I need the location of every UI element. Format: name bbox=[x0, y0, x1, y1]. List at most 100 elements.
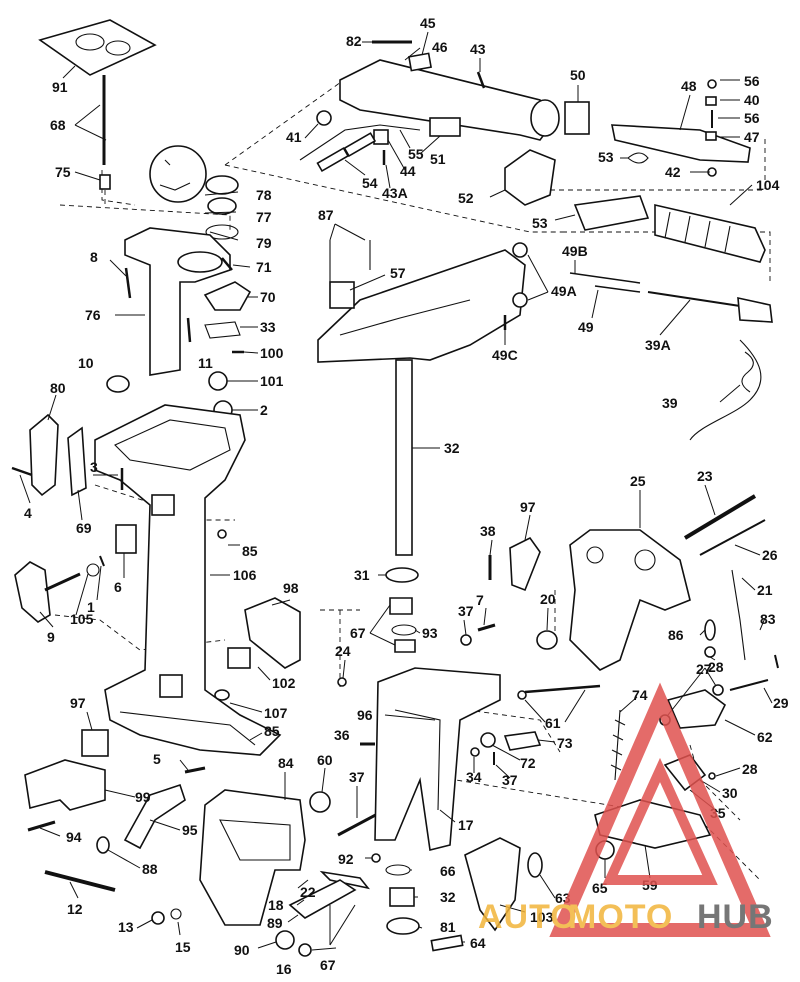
shift-lever-6 bbox=[14, 561, 81, 623]
nipple-37-mid bbox=[470, 747, 480, 757]
exhaust-housing-76 bbox=[124, 227, 231, 376]
ring-32-lower bbox=[386, 917, 420, 935]
driveshaft-housing-1 bbox=[94, 404, 282, 756]
label-34: 17 bbox=[458, 817, 474, 833]
bracket-36 bbox=[517, 690, 527, 700]
screw-97-left bbox=[184, 766, 206, 774]
label-37-upper: 24 bbox=[335, 643, 351, 659]
bracket-70 bbox=[203, 281, 252, 311]
swivel-bracket-15 bbox=[199, 789, 306, 926]
label-84: 60 bbox=[317, 752, 333, 768]
label-61: 72 bbox=[520, 755, 536, 771]
label-55: 51 bbox=[430, 151, 446, 167]
label-48: 53 bbox=[598, 149, 614, 165]
watermark-text-moto: MOTO bbox=[568, 898, 673, 936]
label-45: 46 bbox=[432, 39, 448, 55]
label-57: 49A bbox=[551, 283, 577, 299]
label-79: 79 bbox=[256, 235, 272, 251]
nut-7 bbox=[460, 634, 472, 646]
gasket-33 bbox=[204, 321, 241, 339]
label-32-upper: 31 bbox=[354, 567, 370, 583]
label-10: 101 bbox=[260, 373, 284, 389]
nut-102 bbox=[214, 689, 230, 701]
label-102: 107 bbox=[264, 705, 288, 721]
label-92: 96 bbox=[357, 707, 373, 723]
label-72: 73 bbox=[557, 735, 573, 751]
bracket-104 bbox=[329, 240, 371, 290]
label-73: 37 bbox=[502, 772, 518, 788]
spring-95 bbox=[96, 836, 110, 854]
plug-100 bbox=[106, 375, 130, 393]
spring-62 bbox=[610, 709, 626, 781]
pin-28-upper bbox=[774, 654, 779, 669]
label-93: 97 bbox=[520, 499, 536, 515]
block-98 bbox=[227, 647, 251, 669]
bracket-94 bbox=[123, 783, 186, 850]
tiller-arm-45 bbox=[339, 59, 560, 141]
screw-3 bbox=[11, 466, 33, 477]
label-50: 41 bbox=[286, 129, 302, 145]
oring-67-upper bbox=[391, 624, 417, 636]
label-21: 20 bbox=[540, 591, 556, 607]
label-83: 27 bbox=[696, 661, 712, 677]
label-44: 43A bbox=[382, 185, 408, 201]
label-95: 88 bbox=[142, 861, 158, 877]
oring-67-lower bbox=[385, 864, 411, 876]
rod-27 bbox=[729, 679, 769, 691]
nipple-37-lower bbox=[371, 853, 381, 863]
spring-26 bbox=[731, 569, 746, 661]
label-56-lower: 47 bbox=[744, 129, 760, 145]
pin-105 bbox=[99, 555, 105, 567]
mount-5 bbox=[24, 759, 106, 811]
label-62: 74 bbox=[632, 687, 648, 703]
label-32-lower: 81 bbox=[440, 919, 456, 935]
label-76: 76 bbox=[85, 307, 101, 323]
washer-9 bbox=[86, 563, 100, 577]
label-67-upper: 93 bbox=[422, 625, 438, 641]
label-100: 10 bbox=[78, 355, 94, 371]
washer-89 bbox=[275, 930, 295, 950]
label-6: 9 bbox=[47, 629, 55, 645]
label-28-upper: 83 bbox=[760, 611, 776, 627]
label-11: 100 bbox=[260, 345, 284, 361]
label-13: 15 bbox=[175, 939, 191, 955]
label-20: 86 bbox=[668, 627, 684, 643]
label-88: 12 bbox=[67, 901, 83, 917]
label-39a: 49C bbox=[492, 347, 518, 363]
label-1: 106 bbox=[233, 567, 257, 583]
bolt-88 bbox=[44, 870, 116, 892]
label-37-mid: 34 bbox=[466, 769, 482, 785]
label-98: 102 bbox=[272, 675, 296, 691]
label-53-lower: 42 bbox=[665, 164, 681, 180]
label-94: 95 bbox=[182, 822, 198, 838]
label-5: 99 bbox=[135, 789, 151, 805]
rod-35 bbox=[524, 684, 601, 694]
label-87: 57 bbox=[390, 265, 406, 281]
mount-10 bbox=[208, 371, 228, 391]
label-90: 16 bbox=[276, 961, 292, 977]
plate-82 bbox=[408, 52, 432, 72]
label-81: 64 bbox=[470, 935, 486, 951]
block-85-lower bbox=[81, 729, 109, 757]
label-16: 67 bbox=[320, 957, 336, 973]
label-56-top: 40 bbox=[744, 92, 760, 108]
part-number-labels: 91 68 75 78 77 79 8 76 71 70 33 11 100 1… bbox=[24, 15, 789, 977]
nut-50 bbox=[316, 110, 332, 126]
label-18: 89 bbox=[267, 915, 283, 931]
shaft-55 bbox=[429, 117, 461, 137]
label-9: 105 bbox=[70, 611, 94, 627]
label-27: 29 bbox=[773, 695, 789, 711]
label-86: 28 bbox=[708, 659, 724, 675]
block-85-upper bbox=[115, 524, 137, 554]
label-4: 69 bbox=[76, 520, 92, 536]
parts-53-56-40 bbox=[705, 79, 717, 177]
bushing-86 bbox=[704, 646, 716, 658]
watermark-triangle-icon bbox=[549, 682, 771, 937]
label-59: 82 bbox=[346, 33, 362, 49]
bolt-25 bbox=[683, 494, 757, 540]
bushings-31 bbox=[389, 597, 416, 653]
label-67-lower: 66 bbox=[440, 863, 456, 879]
label-33: 33 bbox=[260, 319, 276, 335]
label-36: 61 bbox=[545, 715, 561, 731]
sleeves-51 bbox=[316, 132, 377, 173]
